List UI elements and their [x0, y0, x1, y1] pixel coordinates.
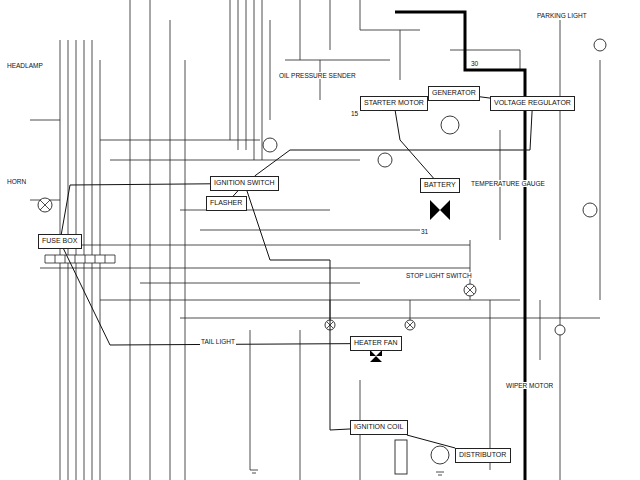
part-label: TAIL LIGHT — [200, 338, 236, 345]
component-label: GENERATOR — [432, 89, 476, 97]
component-box: BATTERY — [420, 178, 460, 193]
component-box: IGNITION COIL — [350, 420, 408, 435]
part-label: HEADLAMP — [6, 62, 44, 69]
generator-symbol — [441, 116, 459, 134]
coil-body — [395, 440, 407, 474]
component-label: HEATER FAN — [354, 339, 398, 347]
terminal-number: 30 — [470, 60, 479, 67]
wire — [250, 20, 600, 480]
part-label: TEMPERATURE GAUGE — [470, 180, 546, 187]
wire-connector — [255, 111, 532, 176]
fan-symbol — [370, 350, 382, 362]
gauge-symbol — [583, 203, 597, 217]
wire-connector — [395, 111, 433, 178]
wire-connector — [61, 184, 210, 234]
component-box: IGNITION SWITCH — [210, 176, 279, 191]
part-label: HORN — [6, 178, 27, 185]
component-box: FLASHER — [206, 196, 247, 211]
part-label: WIPER MOTOR — [505, 382, 554, 389]
component-label: FLASHER — [210, 199, 243, 207]
component-box: DISTRIBUTOR — [455, 448, 511, 463]
component-box: VOLTAGE REGULATOR — [490, 96, 575, 111]
gauge-symbol — [594, 39, 606, 51]
part-label: OIL PRESSURE SENDER — [278, 72, 357, 79]
component-box: FUSE BOX — [38, 234, 82, 249]
component-label: VOLTAGE REGULATOR — [494, 99, 571, 107]
battery-symbol — [430, 200, 450, 220]
gauge-symbol — [263, 138, 277, 152]
terminal-number: 31 — [420, 228, 429, 235]
wire-connector — [407, 435, 455, 448]
fuse-row — [45, 255, 115, 263]
lamp-cross — [40, 200, 474, 328]
wire-connector — [64, 249, 350, 345]
lamp-symbol — [555, 325, 565, 335]
component-label: STARTER MOTOR — [364, 99, 424, 107]
component-label: FUSE BOX — [42, 237, 78, 245]
main-battery-cable — [395, 12, 525, 480]
wire — [285, 0, 520, 100]
component-label: DISTRIBUTOR — [459, 451, 507, 459]
component-label: BATTERY — [424, 181, 456, 189]
distributor-cap — [431, 446, 449, 464]
part-label: STOP LIGHT SWITCH — [405, 272, 473, 279]
ground-symbol — [250, 470, 444, 475]
wire-bundle — [230, 0, 330, 160]
terminal-number: 15 — [350, 110, 359, 117]
component-box: GENERATOR — [428, 86, 480, 101]
wire-connector — [247, 191, 350, 430]
gauge-symbol — [378, 153, 392, 167]
part-label: PARKING LIGHT — [536, 12, 588, 19]
component-label: IGNITION SWITCH — [214, 179, 275, 187]
component-box: STARTER MOTOR — [360, 96, 428, 111]
component-box: HEATER FAN — [350, 336, 402, 351]
component-label: IGNITION COIL — [354, 423, 404, 431]
wire-connector — [480, 97, 490, 98]
